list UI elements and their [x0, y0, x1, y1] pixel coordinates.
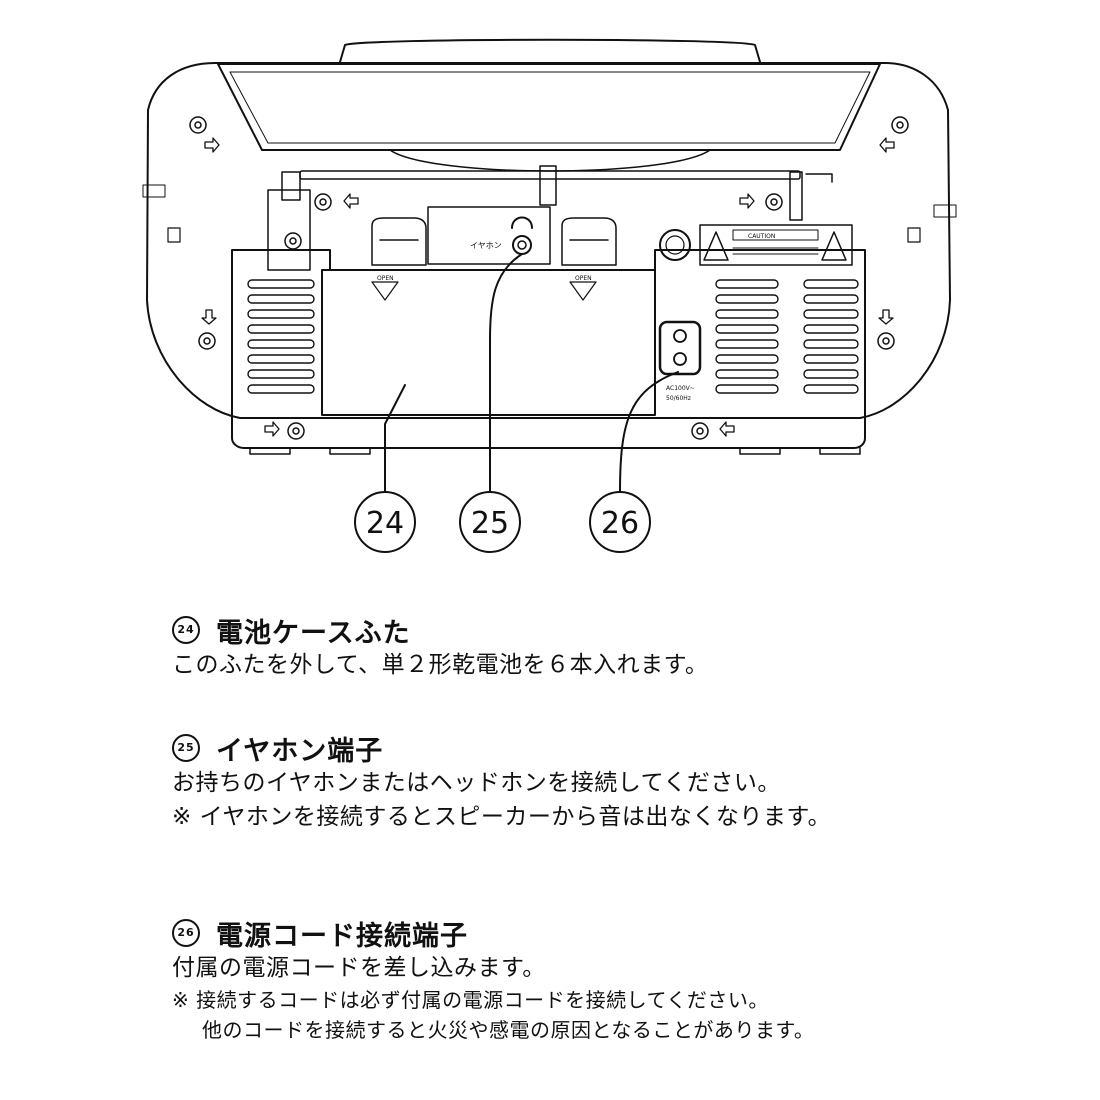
speaker-port [659, 229, 691, 261]
item-26-badge: 26 [172, 919, 200, 947]
screw-holes [189, 116, 909, 440]
antenna [267, 165, 833, 271]
item-26-title-row: 26 電源コード接続端子 [172, 915, 1072, 952]
item-24: 24 電池ケースふた このふたを外して、単２形乾電池を６本入れます。 [172, 612, 1072, 682]
caution-text: CAUTION [748, 233, 775, 240]
item-24-badge: 24 [172, 616, 200, 644]
cabinet-outline [146, 62, 951, 419]
open-label-right: OPEN [575, 275, 592, 282]
latch-right [561, 217, 617, 266]
direction-arrows [201, 137, 895, 437]
item-26-line-2: ※ 接続するコードは必ず付属の電源コードを接続してください。 [172, 988, 769, 1012]
item-25-badge: 25 [172, 734, 200, 762]
caution-label [699, 224, 853, 266]
product-rear-diagram: イヤホン OPEN OPEN CAUTION AC100V~ 50/60Hz 2… [142, 38, 957, 553]
callout-number-25: 25 [471, 506, 509, 541]
battery-lid [321, 269, 656, 416]
ac-rating-line2: 50/60Hz [666, 395, 691, 402]
ac-inlet [658, 320, 702, 376]
ac-rating-line1: AC100V~ [666, 385, 695, 392]
item-24-line-1: このふたを外して、単２形乾電池を６本入れます。 [172, 652, 709, 678]
item-24-title: 電池ケースふた [216, 617, 411, 649]
item-26: 26 電源コード接続端子 付属の電源コードを差し込みます。 ※ 接続するコードは… [172, 915, 1072, 1045]
callout-circle-24 [354, 491, 416, 553]
leader-line-24 [384, 384, 406, 493]
callout-circle-25 [459, 491, 521, 553]
feet [249, 447, 861, 455]
earphone-jack [512, 235, 532, 255]
item-25: 25 イヤホン端子 お持ちのイヤホンまたはヘッドホンを接続してください。 ※ イ… [172, 730, 1072, 834]
earphone-label: イヤホン [470, 241, 502, 250]
item-25-line-1: お持ちのイヤホンまたはヘッドホンを接続してください。 [172, 770, 781, 796]
item-25-line-2: ※ イヤホンを接続するとスピーカーから音は出なくなります。 [172, 804, 832, 830]
callout-number-24: 24 [366, 506, 404, 541]
latch-left [371, 217, 427, 266]
speaker-grille-left [247, 279, 315, 394]
open-label-left: OPEN [377, 275, 394, 282]
rear-panel [231, 249, 866, 449]
item-26-line-3: 他のコードを接続すると火災や感電の原因となることがあります。 [202, 1018, 815, 1042]
item-25-title-row: 25 イヤホン端子 [172, 730, 1072, 767]
speaker-grille-right-a [715, 279, 779, 394]
callout-circle-26 [589, 491, 651, 553]
carry-handle [339, 38, 761, 63]
headphone-icon [511, 216, 533, 229]
item-26-title: 電源コード接続端子 [216, 920, 468, 952]
earphone-plate [427, 206, 551, 265]
leader-line-26 [619, 371, 679, 493]
cd-lid [217, 63, 881, 151]
speaker-grille-right-b [803, 279, 859, 394]
callout-number-26: 26 [601, 506, 639, 541]
item-25-title: イヤホン端子 [216, 735, 384, 767]
leader-line-25 [489, 253, 523, 493]
item-24-title-row: 24 電池ケースふた [172, 612, 1072, 649]
item-26-line-1: 付属の電源コードを差し込みます。 [172, 955, 546, 981]
